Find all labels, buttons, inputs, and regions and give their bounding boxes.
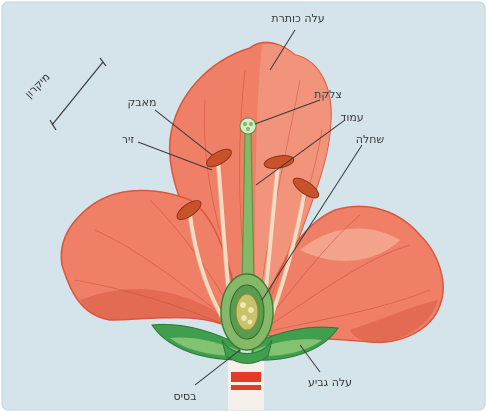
label-stigma: צלקת [314,88,342,101]
label-anther: מאבק [128,96,157,109]
label-ovary: שחלה [356,133,385,146]
label-sepal: עלה גביע [308,376,352,389]
label-style: עמוד [340,111,363,124]
ovary [221,274,273,350]
label-petal: עלה כותרת [271,12,324,25]
stigma [240,118,256,134]
label-receptacle: בסיס [173,390,196,403]
label-filament: זיר [122,133,135,146]
